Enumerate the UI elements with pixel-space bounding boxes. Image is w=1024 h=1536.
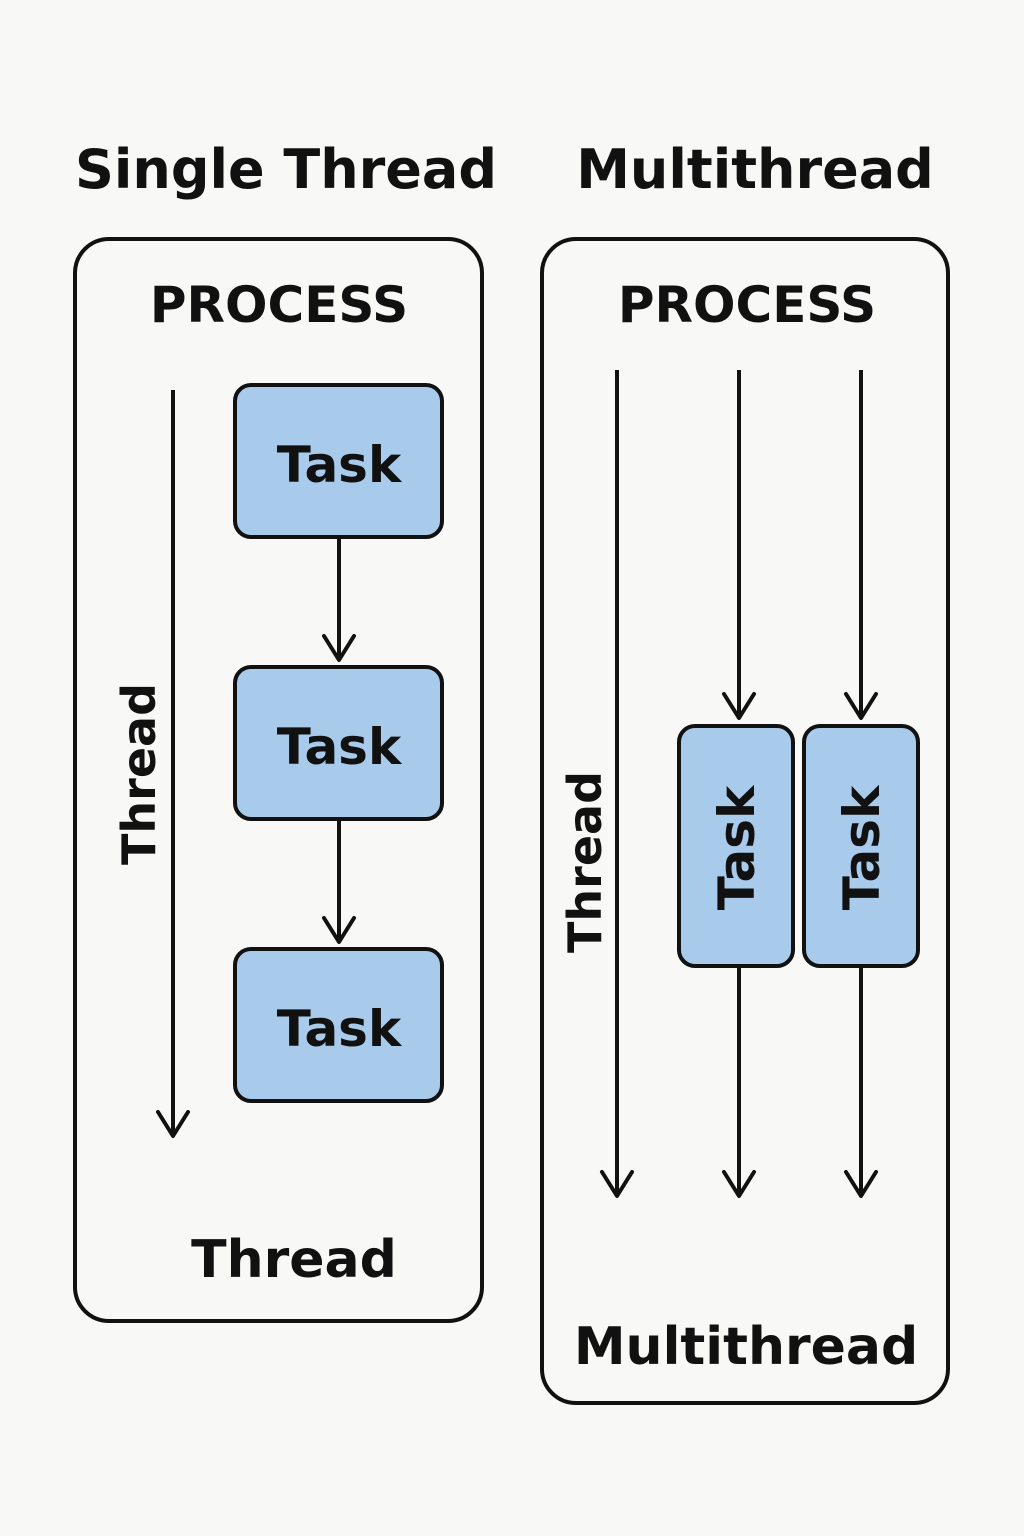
multi-thread-side-label: Thread	[558, 771, 612, 953]
single-thread-arrowhead	[156, 1110, 190, 1138]
multithread-heading: Multithread	[576, 138, 934, 201]
single-task-connector-arrowhead-1	[322, 634, 356, 662]
multi-process-label: PROCESS	[618, 276, 876, 334]
multi-task-label-1: Task	[708, 784, 766, 910]
multi-task-label-2: Task	[833, 784, 891, 910]
single-process-label: PROCESS	[150, 276, 408, 334]
single-footer-label: Thread	[191, 1230, 397, 1290]
single-thread-heading: Single Thread	[75, 138, 497, 201]
single-thread-side-label: Thread	[112, 683, 166, 865]
single-task-box-3	[233, 947, 444, 1103]
single-thread-panel: PROCESS Thread Task Task Task Thread	[73, 237, 484, 1323]
single-task-connector-arrowhead-2	[322, 916, 356, 944]
multi-footer-label: Multithread	[574, 1317, 918, 1377]
multi-thread-arrowhead-2-bottom	[844, 1170, 878, 1198]
multi-thread-arrowhead-1-top	[722, 692, 756, 720]
single-process-box	[73, 237, 484, 1323]
single-task-label-2: Task	[277, 718, 403, 776]
multi-thread-arrowhead-1-bottom	[722, 1170, 756, 1198]
single-task-label-1: Task	[277, 436, 403, 494]
multi-thread-arrowhead-main	[600, 1170, 634, 1198]
multi-task-box-1	[677, 724, 795, 968]
single-task-label-3: Task	[277, 1000, 403, 1058]
multi-thread-arrowhead-2-top	[844, 692, 878, 720]
multithread-panel: PROCESS Thread Task Task Multithread	[540, 237, 950, 1405]
multi-process-box	[540, 237, 950, 1405]
